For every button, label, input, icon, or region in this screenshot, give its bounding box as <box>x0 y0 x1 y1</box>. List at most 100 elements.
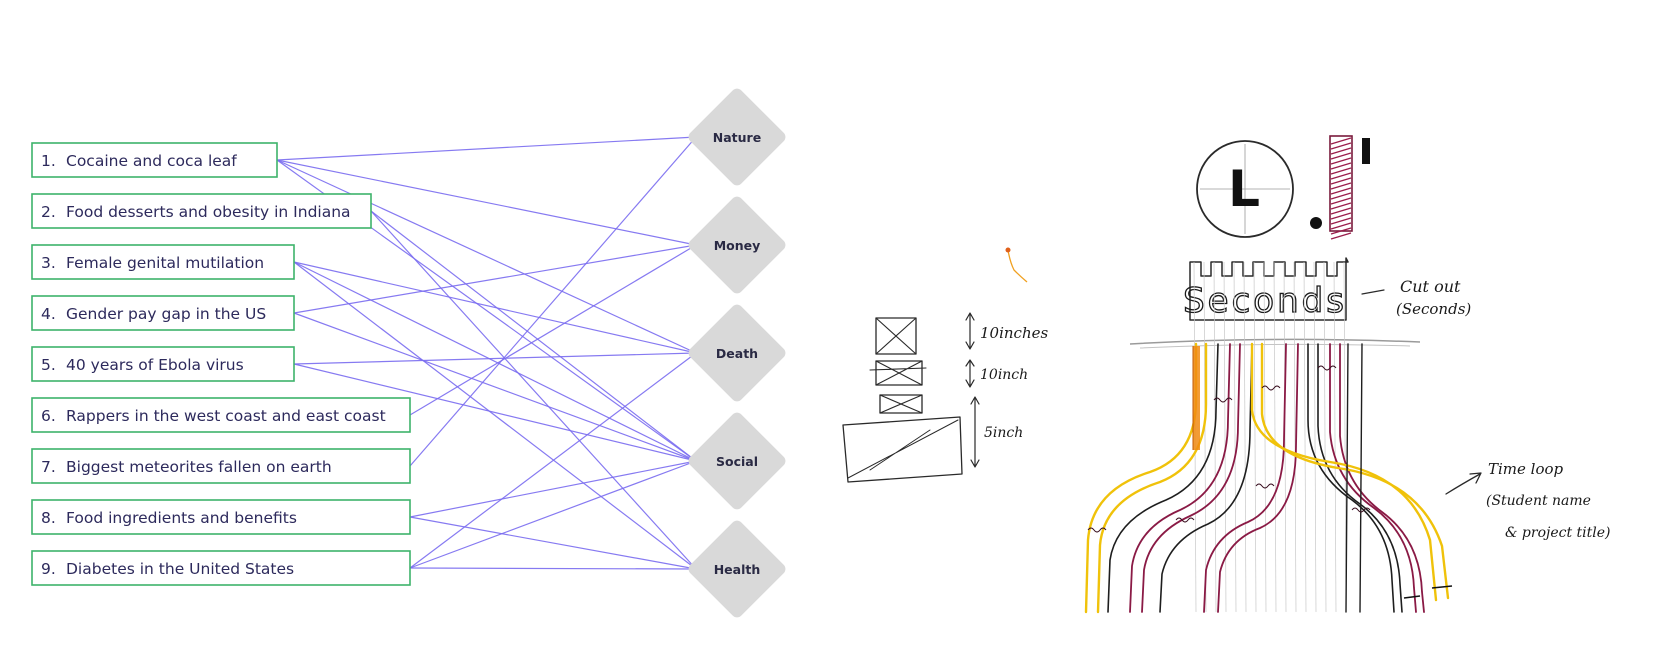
category-diamond <box>688 412 786 510</box>
hatch-line <box>1330 207 1352 215</box>
box-top <box>875 317 917 355</box>
time-stream <box>1129 343 1231 613</box>
connection-line <box>293 312 697 462</box>
topic-box <box>31 346 295 382</box>
time-stream <box>1317 343 1403 613</box>
connection-line <box>409 567 697 570</box>
hatch-line <box>1330 182 1352 190</box>
topic-item: 8. Food ingredients and benefits <box>31 499 411 535</box>
category-label: Health <box>714 562 761 577</box>
topic-label: Food ingredients and benefits <box>66 509 297 527</box>
dim-arrow-3 <box>970 396 980 468</box>
time-stream <box>1345 343 1349 613</box>
connection-line <box>370 210 697 570</box>
pencil-guide-line <box>1213 261 1217 613</box>
squiggle-mark <box>1261 385 1281 391</box>
topic-number: 2. <box>41 203 56 221</box>
topic-box <box>31 448 411 484</box>
seconds-sketch: L Seconds Cut out (Seconds) Time loop (S… <box>1084 135 1611 614</box>
topic-label: Biggest meteorites fallen on earth <box>66 458 332 476</box>
logo-dot <box>1310 217 1322 229</box>
pencil-guides <box>1193 261 1347 613</box>
topic-number: 3. <box>41 254 56 272</box>
hatch-line <box>1330 162 1352 170</box>
time-stream <box>1250 342 1438 602</box>
topic-item: 3.Female genital mutilation <box>31 244 295 280</box>
box-middle-cross <box>869 360 927 386</box>
topic-item: 9. Diabetes in the United States <box>31 550 411 586</box>
note-cutout: Cut out <box>1400 277 1461 296</box>
logo-tick <box>1362 138 1370 164</box>
topic-label: 40 years of Ebola virus <box>66 356 244 374</box>
time-stream <box>1217 343 1299 613</box>
connection-line <box>409 460 697 569</box>
topic-box <box>31 499 411 535</box>
connection-line <box>293 244 697 314</box>
topic-number: 7. <box>41 458 56 476</box>
highlighted-stream <box>1193 346 1200 450</box>
time-stream <box>1359 343 1363 613</box>
connection-line <box>409 352 697 569</box>
topic-number: 1. <box>41 152 56 170</box>
timeloop-arrow <box>1445 472 1482 495</box>
squiggle-mark <box>1317 365 1337 371</box>
category-item: Health <box>688 520 786 618</box>
hatch-line <box>1330 142 1352 150</box>
category-label: Money <box>714 238 761 253</box>
squiggle-mark <box>1087 527 1107 533</box>
squiggle-mark <box>1175 517 1195 523</box>
topic-box <box>31 142 278 178</box>
connection-line <box>293 352 697 365</box>
category-label: Death <box>716 346 758 361</box>
logo-letter: L <box>1228 160 1260 218</box>
pencil-guide-line <box>1253 261 1257 613</box>
connection-lines <box>276 136 697 570</box>
box-top-cross <box>875 317 917 355</box>
dim-note-3: 5inch <box>984 425 1023 441</box>
time-stream <box>1159 343 1253 613</box>
topic-label: Gender pay gap in the US <box>66 305 266 323</box>
hatch-line <box>1330 192 1352 200</box>
connection-line <box>293 363 697 462</box>
box-small <box>879 394 923 414</box>
dim-note-1: 10inches <box>980 324 1048 342</box>
category-item: Social <box>688 412 786 510</box>
note-cutout-sub: (Seconds) <box>1396 300 1471 318</box>
time-stream <box>1307 343 1395 613</box>
clock-crosshair <box>1200 144 1290 234</box>
topic-label: Diabetes in the United States <box>66 560 294 578</box>
squiggle-mark <box>1255 483 1275 489</box>
squiggle-mark <box>1351 507 1371 513</box>
connection-line <box>370 210 697 462</box>
hatch-line <box>1330 177 1352 185</box>
category-item: Nature <box>688 88 786 186</box>
hatch-line <box>1330 167 1352 175</box>
pencil-guide-line <box>1293 261 1297 613</box>
topic-box <box>31 295 295 331</box>
topic-number: 8. <box>41 509 56 527</box>
category-label: Social <box>716 454 758 469</box>
topic-item: 2.Food desserts and obesity in Indiana <box>31 193 372 229</box>
connection-line <box>293 261 697 354</box>
pencil-guide-line <box>1243 261 1247 613</box>
connection-line <box>409 460 697 518</box>
topic-item: 4.Gender pay gap in the US <box>31 295 295 331</box>
connection-line <box>276 159 697 246</box>
topic-number: 9. <box>41 560 56 578</box>
hatch-line <box>1330 202 1352 210</box>
clock-circle-icon <box>1196 140 1294 238</box>
pencil-guide-line <box>1303 261 1307 613</box>
dim-arrow-1 <box>965 312 975 350</box>
note-timeloop: Time loop <box>1488 460 1564 478</box>
note-timeloop-sub2: & project title) <box>1505 525 1611 541</box>
connection-line <box>409 516 697 570</box>
category-item: Money <box>688 196 786 294</box>
connection-line <box>276 159 697 354</box>
category-label: Nature <box>713 130 761 145</box>
pencil-guide-line <box>1323 261 1327 613</box>
category-diamond <box>688 88 786 186</box>
category-diamond <box>688 304 786 402</box>
topic-item: 1.Cocaine and coca leaf <box>31 142 278 178</box>
time-stream <box>1203 343 1287 613</box>
box-base <box>842 416 963 483</box>
